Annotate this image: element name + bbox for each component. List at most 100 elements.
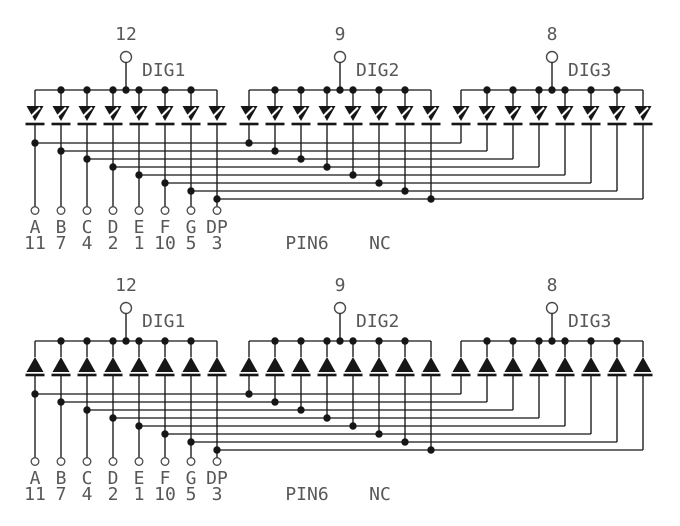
rail-junction-dot bbox=[401, 438, 409, 446]
bus-junction-dot bbox=[561, 337, 569, 345]
bus-junction-dot bbox=[109, 86, 117, 94]
bus-junction-dot bbox=[401, 337, 409, 345]
diode-highlight bbox=[584, 106, 597, 119]
digit-label: DIG3 bbox=[568, 60, 611, 81]
diode-highlight bbox=[210, 106, 223, 119]
rail-junction-dot bbox=[375, 430, 383, 438]
diode-highlight bbox=[424, 106, 437, 119]
bus-junction-dot bbox=[535, 337, 543, 345]
segment-pin-number: 2 bbox=[108, 233, 119, 254]
diode-highlight bbox=[294, 106, 307, 119]
bus-junction-dot bbox=[548, 86, 556, 94]
segment-letter-label: F bbox=[160, 468, 171, 489]
rail-junction-dot bbox=[297, 406, 305, 414]
bus-junction-dot bbox=[509, 86, 517, 94]
bus-junction-dot bbox=[83, 337, 91, 345]
diode-highlight bbox=[532, 106, 545, 119]
led-diode-icon bbox=[396, 357, 414, 372]
rail-junction-dot bbox=[57, 398, 65, 406]
bus-junction-dot bbox=[613, 337, 621, 345]
rail-junction-dot bbox=[245, 390, 253, 398]
bus-junction-dot bbox=[336, 86, 344, 94]
diode-highlight bbox=[106, 106, 119, 119]
digit-pin-terminal bbox=[119, 301, 133, 315]
segment-letter-label: A bbox=[30, 468, 41, 489]
diode-highlight bbox=[184, 106, 197, 119]
bus-junction-dot bbox=[161, 86, 169, 94]
diode-highlight bbox=[268, 106, 281, 119]
led-diode-icon bbox=[422, 357, 440, 372]
rail-junction-dot bbox=[161, 430, 169, 438]
segment-pin-number: 1 bbox=[134, 233, 145, 254]
pin6-note-label: PIN6 bbox=[285, 484, 328, 505]
led-diode-icon bbox=[582, 357, 600, 372]
rail-junction-dot bbox=[375, 179, 383, 187]
led-diode-icon bbox=[530, 357, 548, 372]
bus-junction-dot bbox=[548, 337, 556, 345]
segment-letter-label: C bbox=[82, 468, 93, 489]
rail-junction-dot bbox=[427, 446, 435, 454]
segment-terminal bbox=[56, 457, 66, 466]
led-diode-icon bbox=[182, 357, 200, 372]
diode-highlight bbox=[80, 106, 93, 119]
segment-letter-label: F bbox=[160, 217, 171, 238]
segment-terminal bbox=[186, 206, 196, 215]
diode-highlight bbox=[54, 106, 67, 119]
rail-junction-dot bbox=[57, 147, 65, 155]
segment-terminal bbox=[108, 206, 118, 215]
segment-terminal bbox=[30, 457, 40, 466]
led-diode-icon bbox=[208, 357, 226, 372]
bus-junction-dot bbox=[122, 86, 130, 94]
bus-junction-dot bbox=[122, 337, 130, 345]
led-diode-icon bbox=[634, 357, 652, 372]
led-diode-icon bbox=[266, 357, 284, 372]
led-diode-icon bbox=[504, 357, 522, 372]
segment-terminal bbox=[212, 457, 222, 466]
segment-pin-number: 7 bbox=[56, 484, 67, 505]
segment-pin-number: 1 bbox=[134, 484, 145, 505]
digit-label: DIG1 bbox=[142, 60, 185, 81]
bus-junction-dot bbox=[535, 86, 543, 94]
bus-junction-dot bbox=[375, 337, 383, 345]
led-diode-icon bbox=[104, 357, 122, 372]
digit-pin-terminal bbox=[333, 50, 347, 64]
rail-junction-dot bbox=[187, 438, 195, 446]
bus-junction-dot bbox=[297, 337, 305, 345]
segment-letter-label: E bbox=[134, 468, 145, 489]
led-diode-icon bbox=[318, 357, 336, 372]
digit-pin-number: 12 bbox=[115, 275, 137, 296]
segment-terminal bbox=[160, 206, 170, 215]
rail-junction-dot bbox=[213, 195, 221, 203]
diode-highlight bbox=[506, 106, 519, 119]
diode-highlight bbox=[28, 106, 41, 119]
nc-note-label: NC bbox=[369, 233, 391, 254]
bus-junction-dot bbox=[587, 86, 595, 94]
diode-highlight bbox=[346, 106, 359, 119]
segment-pin-number: 7 bbox=[56, 233, 67, 254]
bus-junction-dot bbox=[57, 337, 65, 345]
diode-highlight bbox=[480, 106, 493, 119]
rail-junction-dot bbox=[135, 422, 143, 430]
digit-pin-number: 12 bbox=[115, 24, 137, 45]
bus-junction-dot bbox=[587, 337, 595, 345]
bus-junction-dot bbox=[336, 337, 344, 345]
segment-letter-label: A bbox=[30, 217, 41, 238]
bus-junction-dot bbox=[109, 337, 117, 345]
digit-label: DIG3 bbox=[568, 311, 611, 332]
nc-note-label: NC bbox=[369, 484, 391, 505]
rail-junction-dot bbox=[323, 163, 331, 171]
segment-letter-label: C bbox=[82, 217, 93, 238]
digit-pin-terminal bbox=[119, 50, 133, 64]
digit-label: DIG2 bbox=[356, 311, 399, 332]
bus-junction-dot bbox=[135, 86, 143, 94]
segment-pin-number: 5 bbox=[186, 233, 197, 254]
segment-letter-label: B bbox=[56, 468, 67, 489]
digit-label: DIG1 bbox=[142, 311, 185, 332]
bus-junction-dot bbox=[401, 86, 409, 94]
digit-pin-number: 8 bbox=[547, 24, 558, 45]
